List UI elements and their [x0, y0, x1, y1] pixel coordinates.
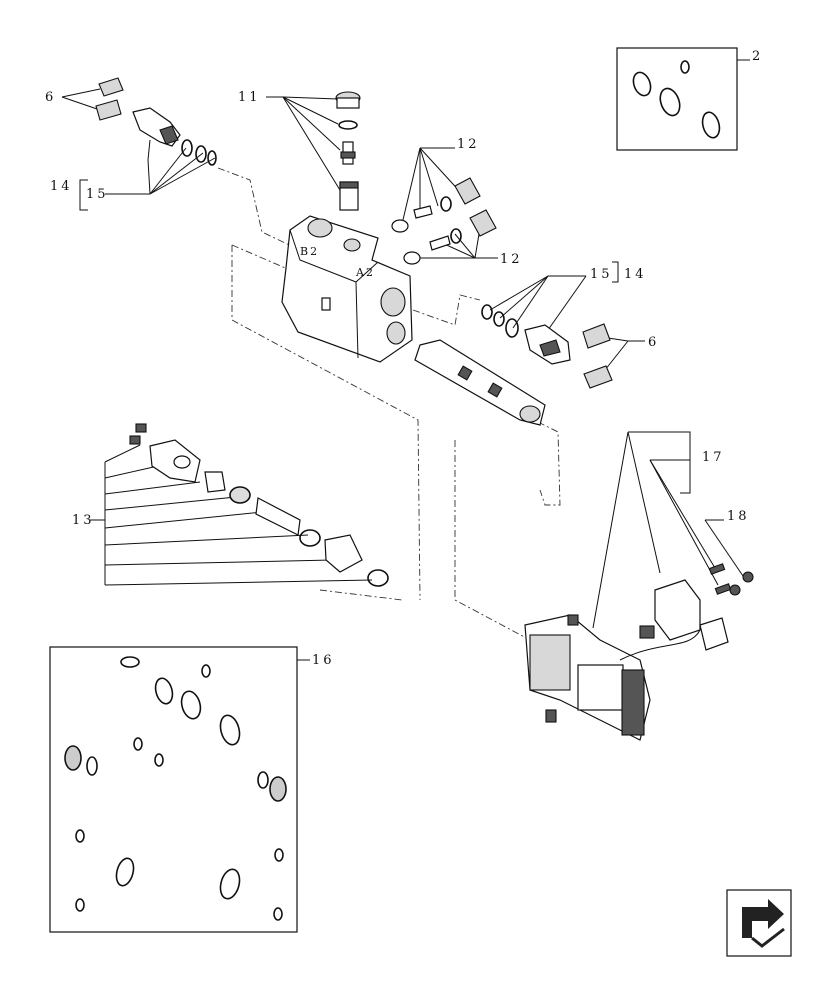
next-page-arrow-icon[interactable] [726, 889, 792, 957]
clip-parts-left [95, 77, 124, 121]
callout-13: 13 [72, 513, 95, 528]
port-label-a2: A2 [355, 266, 375, 279]
coupler-left [132, 107, 181, 147]
solenoid-assembly [524, 563, 754, 741]
callout-18: 18 [727, 509, 750, 524]
callout-15-left: 15 [86, 187, 109, 202]
callout-15-right: 15 [590, 267, 613, 282]
spool [414, 339, 546, 426]
callout-14-right: 14 [624, 267, 647, 282]
callout-6-right: 6 [648, 335, 659, 350]
end-cap-parts [129, 423, 389, 587]
leader-lines [61, 88, 744, 629]
callout-16: 16 [312, 653, 335, 668]
callout-2: 2 [752, 49, 763, 64]
clip-parts-right [582, 323, 613, 389]
coupler-right [524, 324, 571, 365]
check-valve-parts [391, 177, 497, 265]
seal-kit-box-16 [49, 646, 310, 933]
callout-labels: 2 6 11 12 14 15 12 15 14 6 17 13 18 16 [45, 49, 763, 668]
valve-body: B2 A2 [281, 215, 413, 363]
callout-6-left: 6 [45, 90, 56, 105]
assembly-lines [217, 167, 561, 641]
seal-kit-box [616, 47, 750, 151]
seal-rings-left [181, 139, 217, 166]
callout-12-top: 12 [457, 137, 480, 152]
seal-rings-right [481, 304, 519, 338]
callout-12-bottom: 12 [500, 252, 523, 267]
port-label-b2: B2 [300, 245, 319, 258]
relief-valve-parts [335, 91, 361, 211]
callout-14-left: 14 [50, 179, 73, 194]
callout-17: 17 [702, 450, 725, 465]
callout-11: 11 [238, 90, 261, 105]
